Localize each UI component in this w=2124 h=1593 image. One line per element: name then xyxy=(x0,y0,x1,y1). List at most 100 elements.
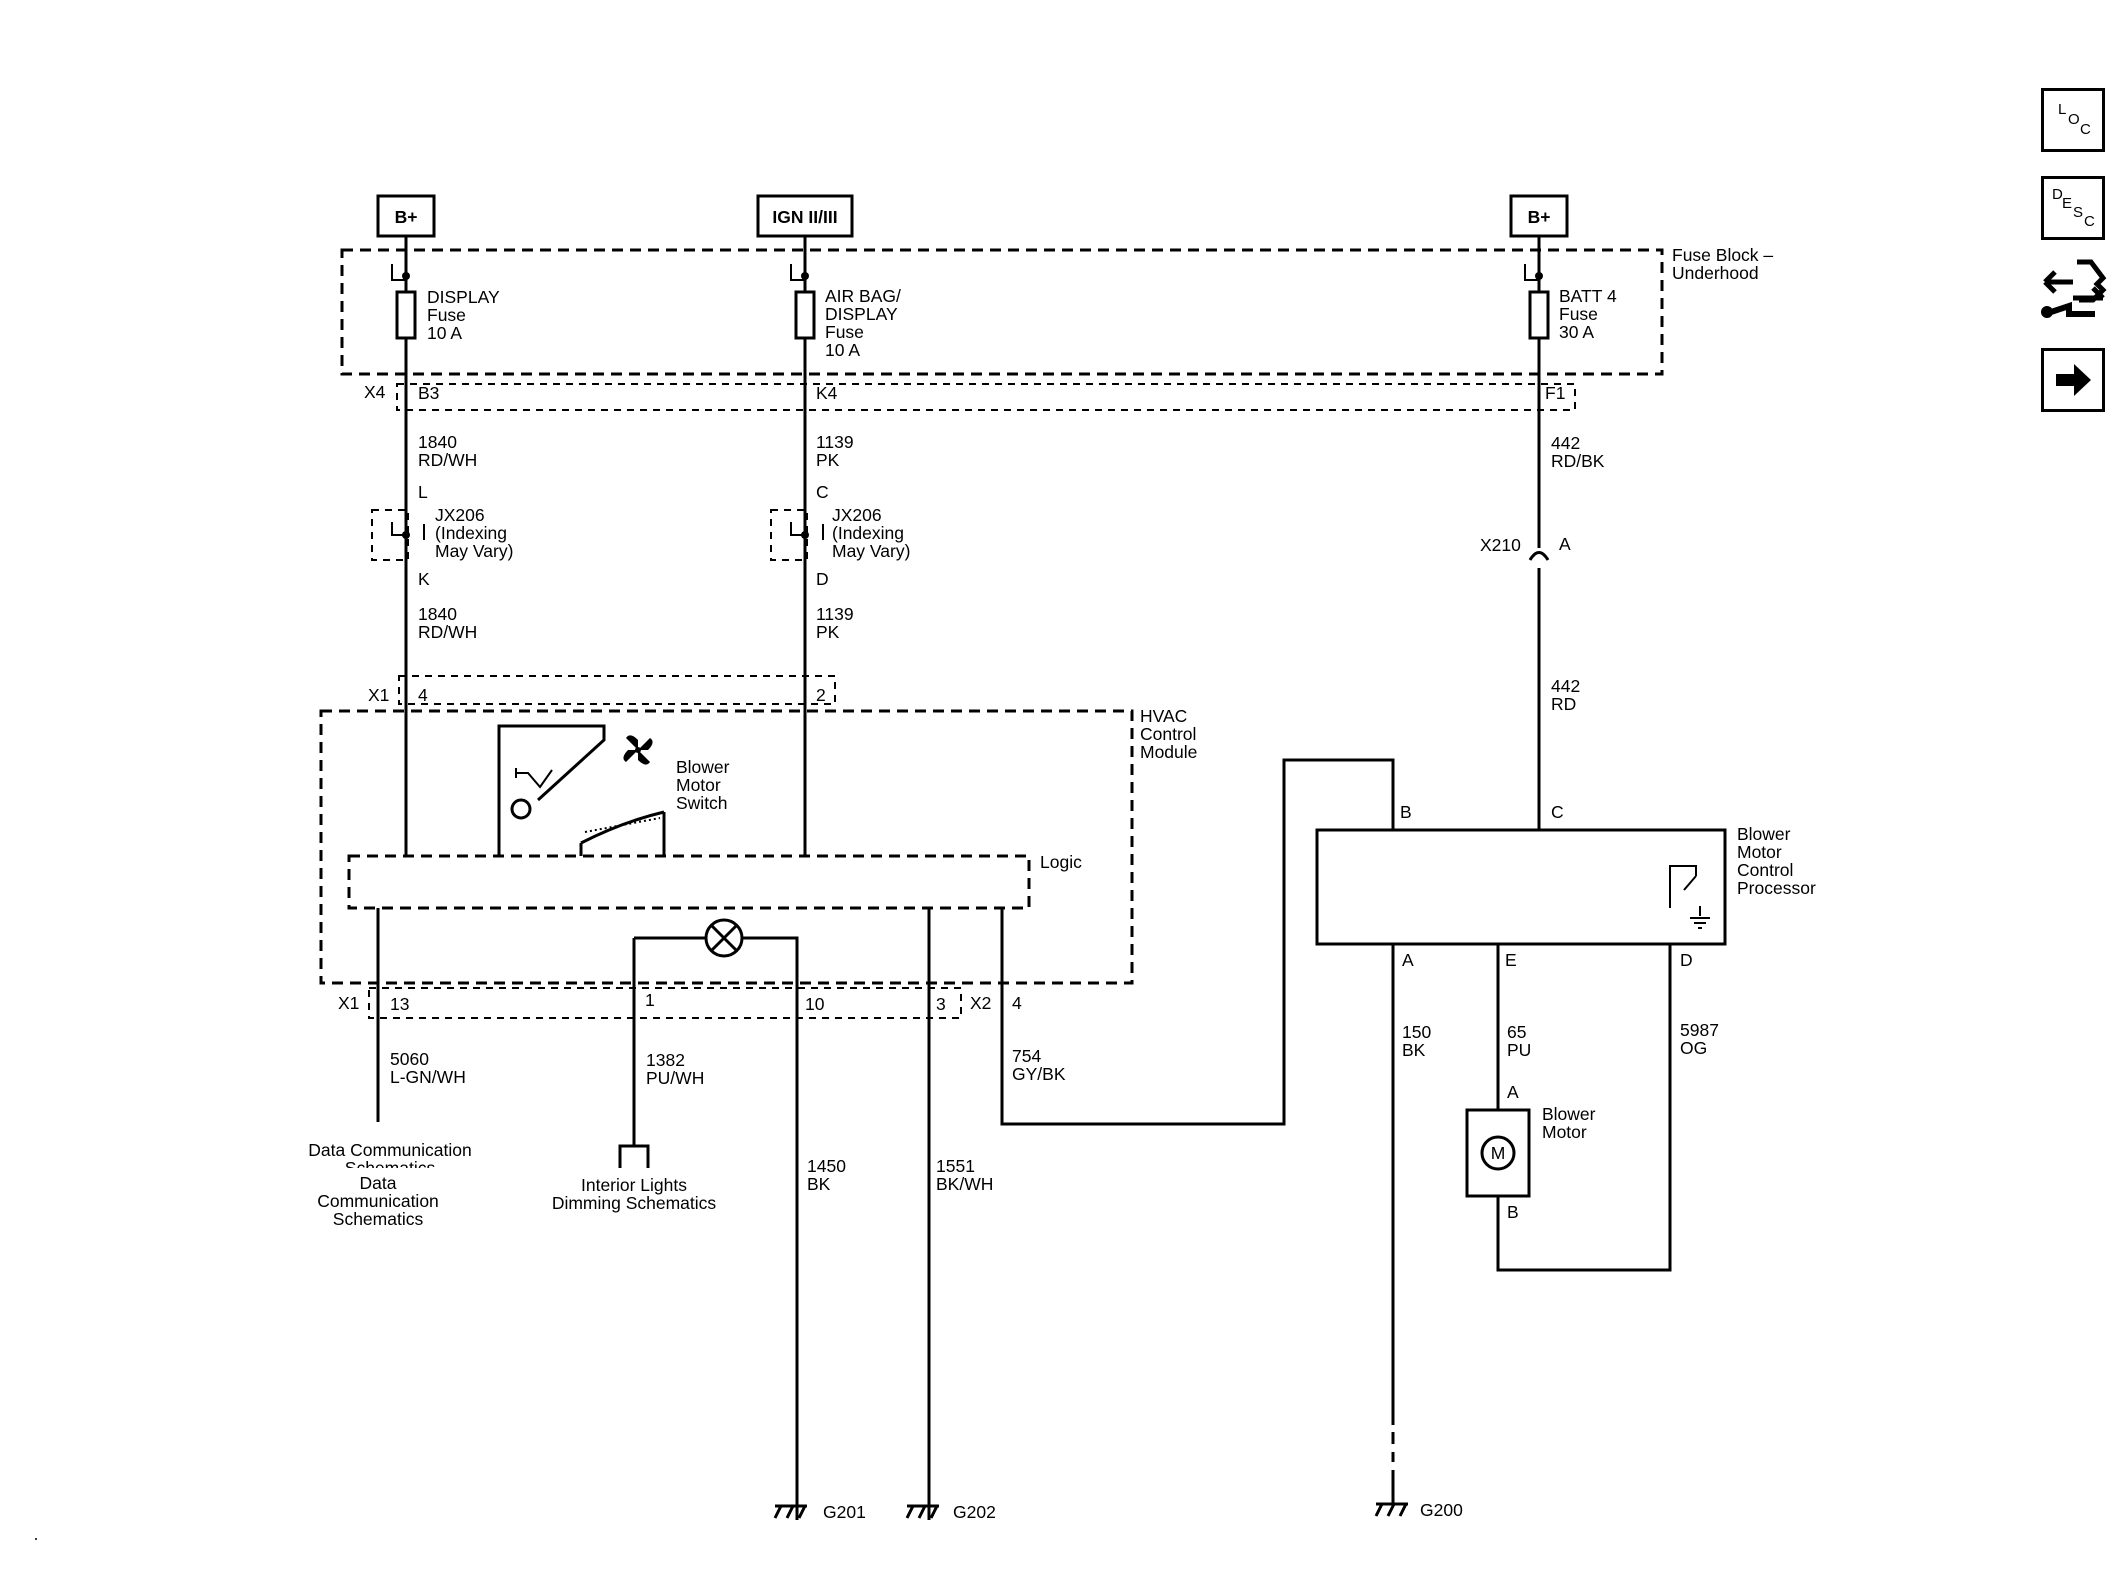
svg-text:442: 442 xyxy=(1551,433,1580,453)
svg-text:Communication: Communication xyxy=(317,1191,439,1211)
svg-text:1840: 1840 xyxy=(418,604,457,624)
svg-text:F1: F1 xyxy=(1545,383,1565,403)
svg-text:Logic: Logic xyxy=(1040,852,1082,872)
svg-text:1139: 1139 xyxy=(816,604,854,624)
svg-text:13: 13 xyxy=(390,994,409,1014)
svg-text:PK: PK xyxy=(816,450,840,470)
svg-text:10: 10 xyxy=(805,994,825,1014)
svg-text:Data: Data xyxy=(360,1173,397,1193)
svg-text:Module: Module xyxy=(1140,742,1197,762)
svg-text:4: 4 xyxy=(418,685,428,705)
svg-text:BK: BK xyxy=(1402,1040,1426,1060)
svg-text:M: M xyxy=(1491,1143,1506,1163)
svg-text:BATT 4: BATT 4 xyxy=(1559,286,1617,306)
svg-text:1551: 1551 xyxy=(936,1156,975,1176)
svg-text:B+: B+ xyxy=(395,207,418,227)
svg-text:C: C xyxy=(2080,121,2091,138)
svg-text:A: A xyxy=(1507,1082,1519,1102)
svg-text:(Indexing: (Indexing xyxy=(832,523,904,543)
svg-text:K: K xyxy=(418,569,430,589)
svg-text:5987: 5987 xyxy=(1680,1020,1719,1040)
svg-text:Blower: Blower xyxy=(676,757,730,777)
power-source-ign: IGN II/III xyxy=(756,194,854,238)
connector-x1-top xyxy=(398,675,836,705)
connector-x4 xyxy=(396,383,1576,411)
svg-text:G201: G201 xyxy=(823,1502,866,1522)
svg-text:754: 754 xyxy=(1012,1046,1041,1066)
svg-text:Motor: Motor xyxy=(676,775,721,795)
svg-text:Control: Control xyxy=(1737,860,1793,880)
svg-text:C: C xyxy=(1551,802,1564,822)
loc-icon[interactable]: L O C xyxy=(2041,88,2105,152)
svg-text:Motor: Motor xyxy=(1737,842,1782,862)
svg-text:Fuse: Fuse xyxy=(1559,304,1598,324)
interior-lights-reference: Interior Lights Dimming Schematics xyxy=(552,1144,717,1213)
svg-text:May Vary): May Vary) xyxy=(832,541,910,561)
svg-text:5060: 5060 xyxy=(390,1049,429,1069)
fuse-block-title: Fuse Block – xyxy=(1672,245,1773,265)
svg-text:B+: B+ xyxy=(1528,207,1551,227)
display-fuse: DISPLAY Fuse 10 A xyxy=(391,236,500,400)
svg-text:X4: X4 xyxy=(364,382,386,402)
next-arrow-icon[interactable] xyxy=(2041,348,2105,412)
desc-icon[interactable]: D E S C xyxy=(2041,176,2105,240)
svg-text:2: 2 xyxy=(816,685,826,705)
svg-text:O: O xyxy=(2068,111,2080,128)
logic-block xyxy=(347,854,1031,910)
svg-text:E: E xyxy=(1505,950,1517,970)
svg-text:Fuse: Fuse xyxy=(427,305,466,325)
svg-text:JX206: JX206 xyxy=(832,505,882,525)
svg-text:30 A: 30 A xyxy=(1559,322,1594,342)
svg-text:IGN II/III: IGN II/III xyxy=(772,207,837,227)
data-communication-reference: Data Communication Schematics Data Commu… xyxy=(308,1140,471,1229)
inline-connector-x210: X210 A xyxy=(1480,534,1571,561)
splice-jx206-mid: JX206 (Indexing May Vary) xyxy=(770,505,910,561)
svg-text:C: C xyxy=(816,482,829,502)
svg-text:PU: PU xyxy=(1507,1040,1531,1060)
svg-text:442: 442 xyxy=(1551,676,1580,696)
svg-text:1840: 1840 xyxy=(418,432,457,452)
svg-text:L-GN/WH: L-GN/WH xyxy=(390,1067,466,1087)
svg-text:PK: PK xyxy=(816,622,840,642)
svg-text:10 A: 10 A xyxy=(825,340,860,360)
svg-text:Schematics: Schematics xyxy=(333,1209,424,1229)
svg-text:L: L xyxy=(418,482,428,502)
svg-text:150: 150 xyxy=(1402,1022,1431,1042)
svg-text:Dimming Schematics: Dimming Schematics xyxy=(552,1193,717,1213)
svg-text:4: 4 xyxy=(1012,993,1022,1013)
svg-text:B: B xyxy=(1507,1202,1519,1222)
svg-text:(Indexing: (Indexing xyxy=(435,523,507,543)
fan-icon xyxy=(623,735,653,765)
airbag-display-fuse: AIR BAG/ DISPLAY Fuse 10 A xyxy=(790,236,901,400)
svg-text:10 A: 10 A xyxy=(427,323,462,343)
connector-repair-icon[interactable] xyxy=(2039,256,2109,328)
ground-g201: G201 xyxy=(773,1502,866,1522)
fuse-block-outline xyxy=(340,248,1664,376)
svg-text:1382: 1382 xyxy=(646,1050,685,1070)
svg-text:1: 1 xyxy=(645,990,655,1010)
svg-text:AIR BAG/: AIR BAG/ xyxy=(825,286,901,306)
svg-text:RD/WH: RD/WH xyxy=(418,622,477,642)
svg-text:GY/BK: GY/BK xyxy=(1012,1064,1066,1084)
svg-text:B3: B3 xyxy=(418,383,439,403)
svg-text:Switch: Switch xyxy=(676,793,728,813)
svg-text:Blower: Blower xyxy=(1542,1104,1596,1124)
svg-text:RD: RD xyxy=(1551,694,1576,714)
svg-text:RD/WH: RD/WH xyxy=(418,450,477,470)
svg-text:A: A xyxy=(1402,950,1414,970)
svg-text:DISPLAY: DISPLAY xyxy=(825,304,898,324)
connector-x1-x2-bottom xyxy=(368,987,962,1019)
svg-text:RD/BK: RD/BK xyxy=(1551,451,1605,471)
svg-text:B: B xyxy=(1400,802,1412,822)
svg-text:Blower: Blower xyxy=(1737,824,1791,844)
svg-text:Fuse: Fuse xyxy=(825,322,864,342)
svg-text:S: S xyxy=(2073,204,2083,221)
power-source-b-plus-right: B+ xyxy=(1509,194,1569,238)
svg-text:G200: G200 xyxy=(1420,1500,1463,1520)
splice-jx206-left: JX206 (Indexing May Vary) xyxy=(371,505,513,561)
svg-text:Schematics: Schematics xyxy=(345,1158,436,1178)
svg-text:Control: Control xyxy=(1140,724,1196,744)
svg-text:X1: X1 xyxy=(338,993,359,1013)
svg-text:X210: X210 xyxy=(1480,535,1521,555)
